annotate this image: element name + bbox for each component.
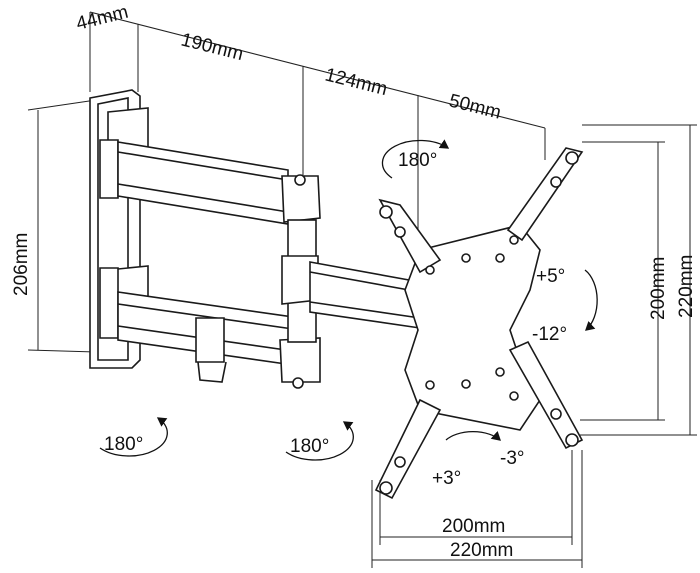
lower-arm [99,267,321,389]
vesa-plate [374,147,584,500]
dimension-lines [27,11,697,568]
rot-level-plus-label: +3° [432,468,461,489]
dim-arm-mid-label: 124mm [323,64,390,100]
upper-arm [99,139,321,225]
dim-arm-long-label: 190mm [179,29,246,65]
dim-vesa-h-outer-label: 220mm [450,540,513,561]
rot-tilt-up-label: +5° [536,266,565,287]
dim-arm-plate-label: 50mm [447,90,503,123]
dim-vesa-v-outer-label: 220mm [676,255,697,318]
elbow-column [281,219,421,343]
rot-top-swivel-label: 180° [398,150,437,171]
rotation-arcs [99,139,598,461]
rot-elbow-swivel-label: 180° [290,436,329,457]
dim-vesa-h-inner-label: 200mm [442,516,505,537]
rot-tilt-down-label: -12° [532,324,567,345]
dim-depth-wall-label: 44mm [74,2,130,35]
rot-level-minus-label: -3° [500,448,525,469]
dim-vesa-v-inner-label: 200mm [648,257,669,320]
rot-wall-swivel-label: 180° [104,434,143,455]
dim-height-wallplate-label: 206mm [11,233,32,296]
